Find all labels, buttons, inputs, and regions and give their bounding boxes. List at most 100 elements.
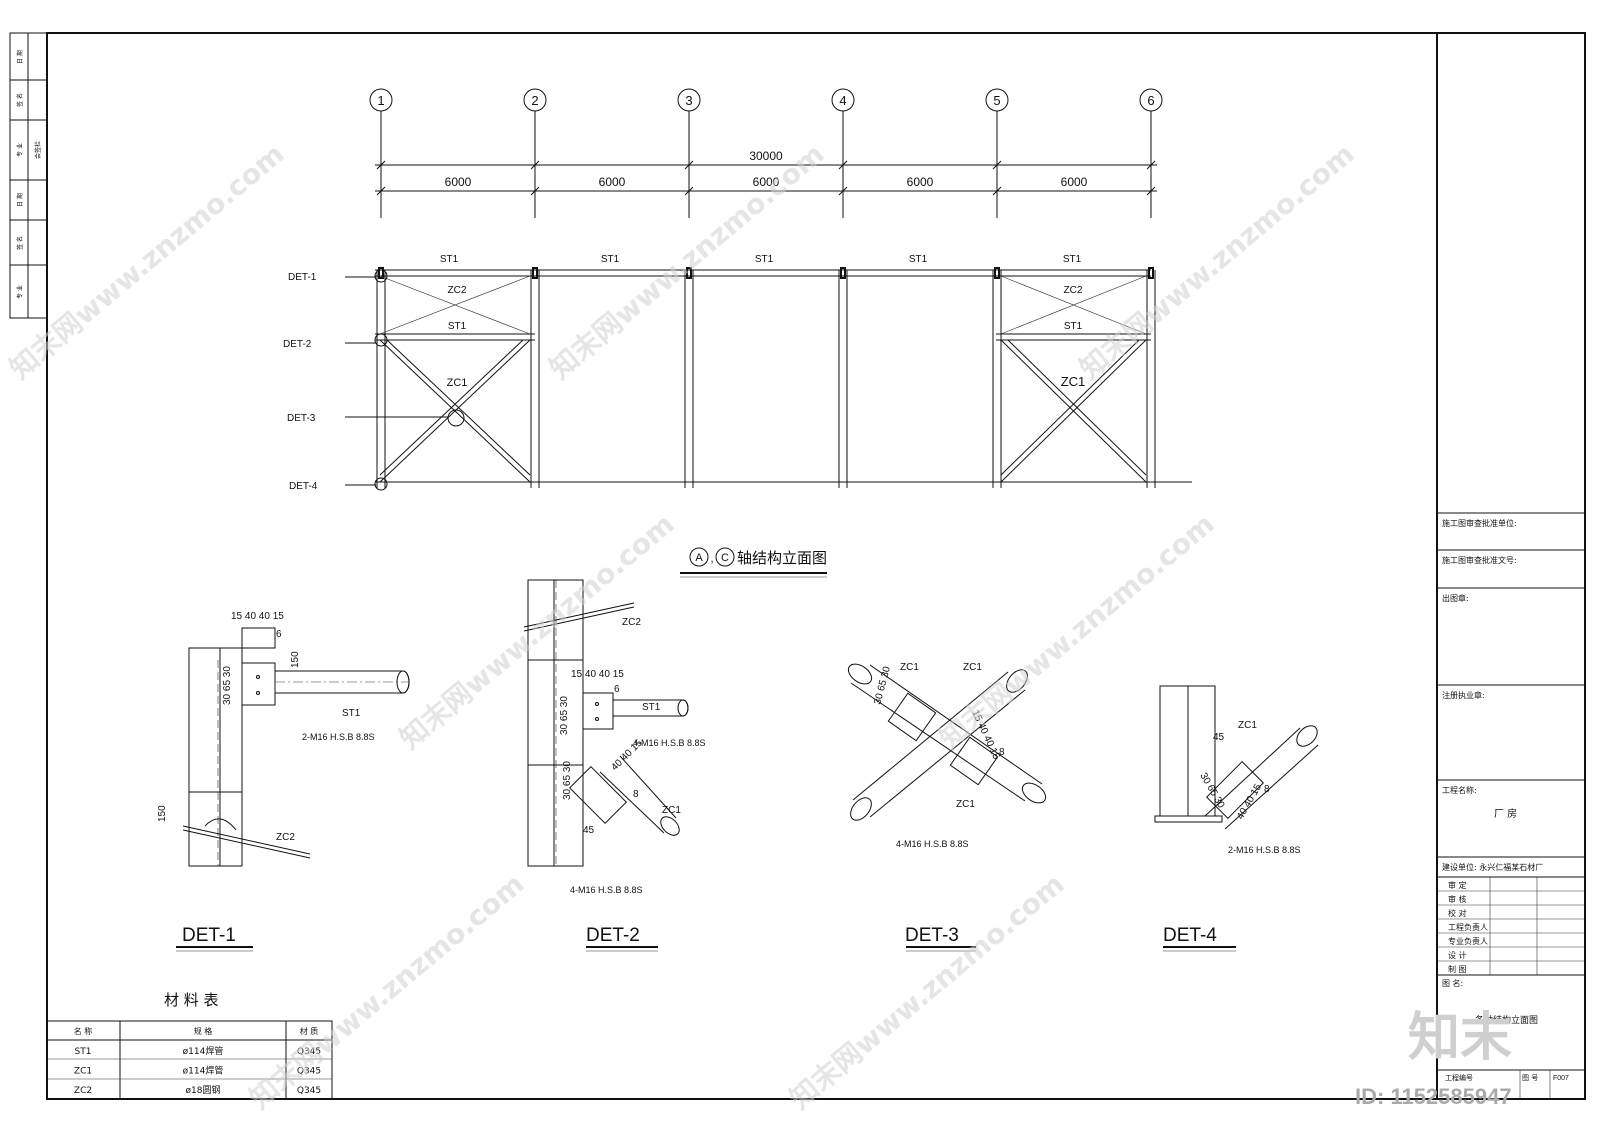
det2-bolt-top: 4-M16 H.S.B 8.8S	[633, 738, 706, 748]
det4-zc1-label: ZC1	[1238, 720, 1257, 731]
project-name: 厂 房	[1494, 807, 1517, 820]
sheet-no-label: 图 号	[1522, 1074, 1538, 1082]
det2-dim-8: 8	[633, 789, 639, 800]
strip-label: 签 名	[16, 236, 24, 250]
det-mark: DET-2	[283, 339, 312, 350]
det1-dim-150a: 150	[290, 651, 301, 668]
strip-label: 会签栏	[34, 141, 42, 159]
table-header: 规 格	[194, 1026, 213, 1036]
watermark-text: 知末网www.znzmo.com	[783, 867, 1070, 1115]
table-header: 名 称	[74, 1026, 93, 1036]
elevation-title-text: 轴结构立面图	[737, 549, 827, 567]
det1-zc-label: ZC2	[276, 832, 295, 843]
strip-labels: 日 期签 名专 业会签栏日 期签 名专 业	[16, 50, 42, 299]
axis-label: 3	[685, 93, 692, 108]
table-cell: Q345	[297, 1047, 321, 1057]
project-label: 工程名称:	[1442, 785, 1477, 795]
axis-label: 6	[1147, 93, 1154, 108]
left-upper-brace-label: ZC2	[448, 285, 467, 296]
det1-dim-150b: 150	[157, 805, 168, 822]
top-strut-label: ST1	[601, 254, 620, 265]
axis-label: 1	[377, 93, 384, 108]
top-strut-label: ST1	[1063, 254, 1082, 265]
reg-stamp-label: 注册执业章:	[1442, 690, 1485, 700]
det-mark: DET-3	[287, 413, 316, 424]
det-mark: DET-1	[288, 272, 317, 283]
watermark-text: 知末网www.znzmo.com	[543, 137, 830, 385]
det4-dim-a: 30 65 30	[1197, 771, 1226, 811]
table-cell: ST1	[75, 1047, 92, 1057]
det2-zc2-label: ZC2	[622, 617, 641, 628]
review-unit-label: 施工图审查批准单位:	[1442, 518, 1517, 528]
table-cell: Q345	[297, 1067, 321, 1077]
det3-dim-a: 30 65 30	[872, 665, 893, 706]
strip-label: 日 期	[16, 50, 24, 64]
stamp-label: 出图章:	[1442, 593, 1469, 603]
det2-title: DET-2	[586, 925, 640, 946]
table-cell: ø18圆钢	[186, 1084, 221, 1096]
bay-dim: 6000	[599, 175, 626, 189]
det4-title: DET-4	[1163, 925, 1217, 946]
det3-zc1-b: ZC1	[963, 662, 982, 673]
det1-dim-6: 6	[276, 629, 282, 640]
det2-diag-side: 30 65 30	[562, 761, 573, 800]
det3-zc1-c: ZC1	[956, 799, 975, 810]
detail-1: 15 40 40 15 6 150 30 65 30 150 ST1 ZC2 2…	[157, 611, 410, 952]
drawing-name: 各轴结构立面图	[1475, 1014, 1538, 1026]
table-header: 材 质	[300, 1026, 319, 1036]
total-dim: 30000	[749, 149, 783, 163]
drawing-name-label: 图 名:	[1442, 978, 1463, 988]
role-label: 专业负责人	[1448, 936, 1488, 946]
role-label: 审 核	[1448, 894, 1467, 904]
review-no-label: 施工图审查批准文号:	[1442, 555, 1517, 565]
brand-watermark: 知末	[1408, 1008, 1512, 1068]
watermark: 知末网www.znzmo.com 知末网www.znzmo.com 知末网www…	[3, 137, 1360, 1115]
strip-label: 专 业	[16, 143, 24, 157]
image-id: ID: 1152585947	[1355, 1084, 1512, 1109]
table-cell: ø114焊管	[183, 1045, 224, 1057]
role-label: 设 计	[1448, 950, 1467, 960]
det1-st-label: ST1	[342, 708, 361, 719]
axis-c-bubble: C	[721, 552, 729, 564]
elevation-title: A , C 轴结构立面图	[680, 547, 827, 578]
det-mark: DET-4	[289, 481, 318, 492]
table-cell: ZC1	[74, 1067, 92, 1077]
det2-dim-45: 45	[583, 825, 595, 836]
bay-dim: 6000	[753, 175, 780, 189]
strip-label: 日 期	[16, 193, 24, 207]
det4-dim-b: 40 40 15	[1235, 782, 1264, 822]
project-no-label: 工程编号	[1445, 1073, 1473, 1082]
outer-frame	[46, 32, 1586, 1100]
material-table-title: 材 料 表	[164, 991, 219, 1009]
client-label: 建设单位: 永兴仁福某石材厂	[1442, 862, 1543, 872]
detail-4: ZC1 45 30 65 30 40 40 15 8 2-M16 H.S.B 8…	[1154, 685, 1319, 952]
axis-label: 5	[993, 93, 1000, 108]
det1-top-dims: 15 40 40 15	[231, 611, 284, 622]
det3-zc1-a: ZC1	[900, 662, 919, 673]
det4-dim-45: 45	[1213, 732, 1225, 743]
watermark-text: 知末网www.znzmo.com	[933, 507, 1220, 755]
elevation-labels: ST1 ST1 ST1 ST1 ST1 ZC2 ST1 ZC1 ZC2 ST1 …	[283, 254, 1085, 492]
right-lower-brace-label: ZC1	[1061, 374, 1086, 389]
det1-title: DET-1	[182, 925, 236, 946]
role-label: 审 定	[1448, 880, 1467, 890]
det4-bolt: 2-M16 H.S.B 8.8S	[1228, 845, 1301, 855]
axis-a-bubble: A	[695, 552, 703, 564]
det3-bolt: 4-M16 H.S.B 8.8S	[896, 839, 969, 849]
det2-st-label: ST1	[642, 702, 661, 713]
det3-title: DET-3	[905, 925, 959, 946]
det4-dim-8: 8	[1264, 784, 1270, 795]
table-cell: ZC2	[74, 1086, 92, 1096]
det2-dim-6: 6	[614, 684, 620, 695]
right-mid-strut-label: ST1	[1064, 321, 1083, 332]
table-cell: ø114焊管	[183, 1065, 224, 1077]
det1-side-dims: 30 65 30	[222, 666, 233, 705]
watermark-text: 知末网www.znzmo.com	[393, 507, 680, 755]
strip-label: 专 业	[16, 285, 24, 299]
elevation-frame	[345, 267, 1192, 491]
det2-diag-dims: 40 40 15	[609, 738, 645, 774]
det2-zc1-label: ZC1	[662, 805, 681, 816]
